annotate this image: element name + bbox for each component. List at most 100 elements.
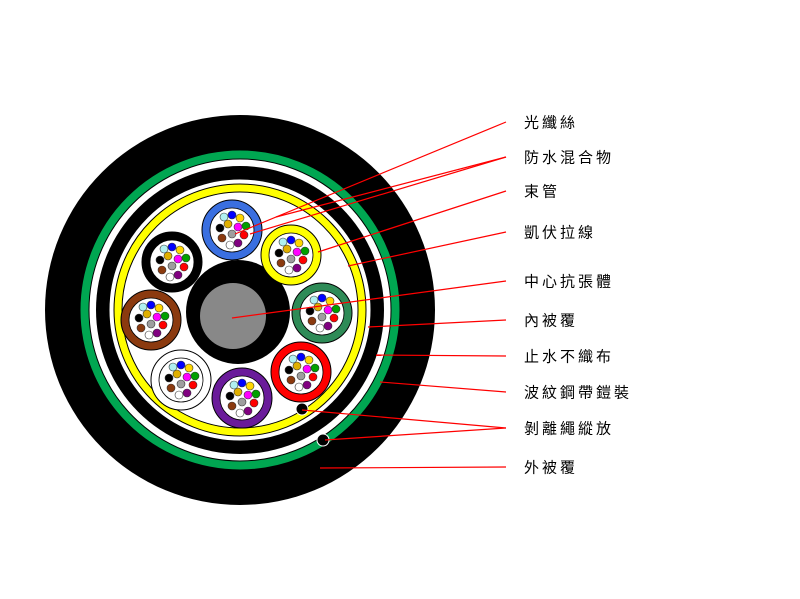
buffer-tube [201, 199, 263, 261]
optical-fiber [249, 398, 259, 408]
optical-fiber [284, 265, 294, 275]
optical-fiber [146, 300, 156, 310]
component-label: 止水不織布 [524, 347, 615, 366]
optical-fiber [166, 383, 176, 393]
optical-fiber [302, 380, 312, 390]
optical-fiber [315, 323, 325, 333]
component-label: 外被覆 [524, 458, 579, 477]
optical-fiber [329, 313, 339, 323]
buffer-tube [260, 224, 322, 286]
optical-fiber [165, 272, 175, 282]
leader-line [324, 427, 507, 441]
optical-fiber [225, 391, 235, 401]
leader-line [367, 319, 507, 328]
optical-fiber [138, 302, 148, 312]
optical-fiber [155, 255, 165, 265]
optical-fiber [331, 304, 341, 314]
optical-fiber [163, 251, 173, 261]
leader-line [301, 409, 507, 429]
optical-fiber [173, 270, 183, 280]
optical-fiber [292, 263, 302, 273]
optical-fiber [302, 364, 312, 374]
optical-fiber [168, 362, 178, 372]
optical-fiber [243, 390, 253, 400]
optical-fiber [233, 238, 243, 248]
optical-fiber [308, 372, 318, 382]
leader-line [275, 156, 507, 218]
optical-fiber [173, 254, 183, 264]
optical-fiber [296, 371, 306, 381]
optical-fiber [158, 320, 168, 330]
optical-fiber [294, 382, 304, 392]
component-label: 光纖絲 [524, 113, 579, 132]
optical-fiber [286, 375, 296, 385]
optical-fiber [154, 303, 164, 313]
optical-fiber [174, 390, 184, 400]
optical-fiber [190, 371, 200, 381]
optical-fiber [176, 360, 186, 370]
buffer-tube [291, 282, 353, 344]
optical-fiber [152, 312, 162, 322]
optical-fiber [225, 240, 235, 250]
optical-fiber [251, 389, 261, 399]
component-label: 波紋鋼帶鎧裝 [524, 383, 633, 402]
optical-fiber [237, 378, 247, 388]
ripcord [295, 402, 309, 416]
loose-tubes [120, 199, 353, 429]
optical-fiber [317, 312, 327, 322]
optical-fiber [286, 235, 296, 245]
component-label: 剝離繩縱放 [524, 419, 615, 438]
buffer-tube [150, 349, 212, 411]
optical-fiber [304, 355, 314, 365]
optical-fiber [160, 311, 170, 321]
optical-fiber [284, 365, 294, 375]
optical-fiber [142, 309, 152, 319]
optical-fiber [298, 255, 308, 265]
optical-fiber [307, 316, 317, 326]
optical-fiber [144, 330, 154, 340]
optical-fiber [227, 210, 237, 220]
optical-fiber [182, 388, 192, 398]
optical-fiber [292, 247, 302, 257]
optical-fiber [276, 258, 286, 268]
optical-fiber [296, 352, 306, 362]
optical-fiber [235, 213, 245, 223]
leader-lines [231, 121, 507, 469]
leader-line [375, 354, 507, 357]
optical-fiber [233, 387, 243, 397]
optical-fiber [136, 323, 146, 333]
central-strength-member [200, 283, 266, 349]
optical-fiber [288, 354, 298, 364]
leader-line [347, 231, 507, 267]
leader-line [317, 190, 507, 253]
optical-fiber [286, 254, 296, 264]
optical-fiber [182, 372, 192, 382]
optical-fiber [278, 237, 288, 247]
optical-fiber [146, 319, 156, 329]
optical-fiber [223, 219, 233, 229]
cable-layers [45, 115, 435, 505]
optical-fiber [227, 229, 237, 239]
optical-fiber [235, 408, 245, 418]
optical-fiber [310, 363, 320, 373]
optical-fiber [323, 305, 333, 315]
component-label: 凱伏拉線 [524, 223, 597, 242]
optical-fiber [184, 363, 194, 373]
optical-fiber [219, 212, 229, 222]
optical-fiber [245, 381, 255, 391]
optical-fiber [309, 295, 319, 305]
optical-fiber [172, 369, 182, 379]
optical-fiber [164, 373, 174, 383]
leader-line [231, 280, 507, 319]
optical-fiber [237, 397, 247, 407]
component-label: 防水混合物 [524, 148, 615, 167]
leader-line [319, 466, 507, 469]
optical-fiber [175, 245, 185, 255]
buffer-tube [211, 367, 273, 429]
leader-line [249, 156, 507, 235]
optical-fiber [159, 244, 169, 254]
optical-fiber [292, 361, 302, 371]
optical-fiber [227, 401, 237, 411]
optical-fiber [300, 246, 310, 256]
